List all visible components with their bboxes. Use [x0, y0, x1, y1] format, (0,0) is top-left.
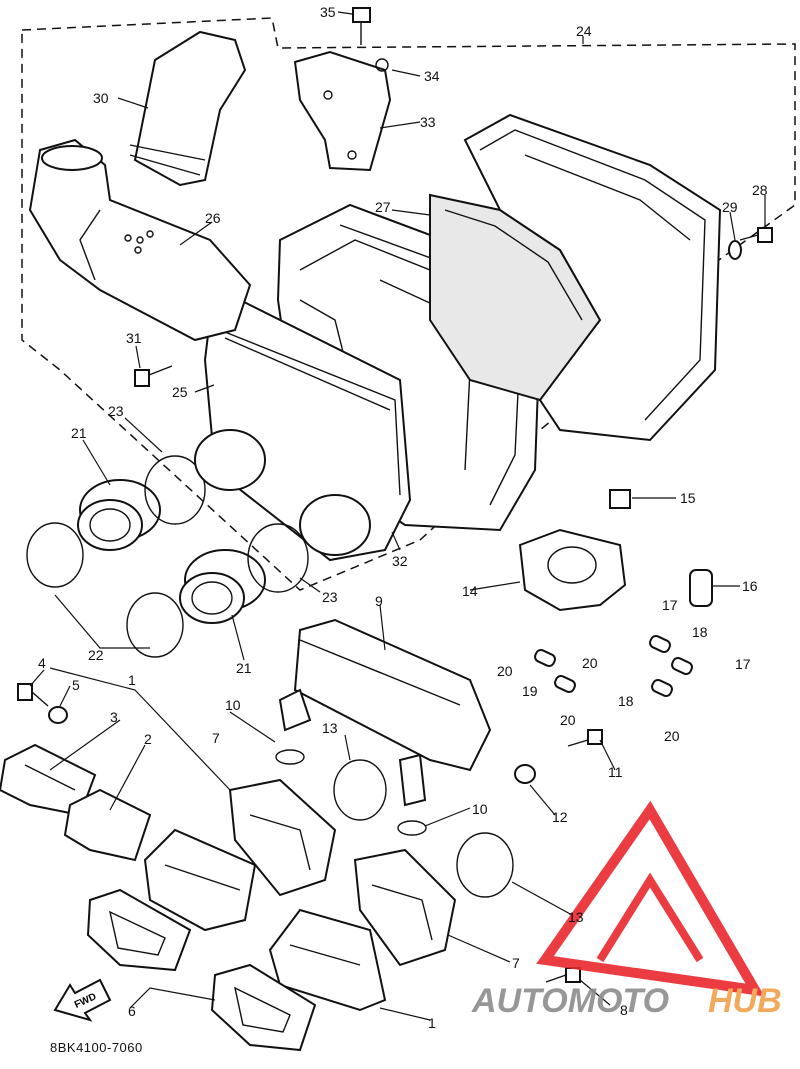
callout-25: 25 [172, 384, 188, 400]
intake-duct-upper [129, 30, 247, 187]
reed-holder-right [353, 848, 457, 967]
callout-20: 20 [560, 712, 576, 728]
callout-32: 32 [392, 553, 408, 569]
callout-5: 5 [72, 677, 80, 693]
callout-27: 27 [375, 199, 391, 215]
fwd-arrow: FWD [53, 978, 112, 1022]
callout-23: 23 [108, 403, 124, 419]
intake-duct-tube [28, 138, 252, 342]
air-filter-lid [463, 113, 722, 442]
callout-layer: 3534332430262728293125212323212232141516… [38, 4, 768, 1031]
callout-20: 20 [497, 663, 513, 679]
callout-29: 29 [722, 199, 738, 215]
callout-1: 1 [428, 1015, 436, 1031]
clamp-22-lower [126, 592, 184, 658]
grommet-12 [514, 764, 536, 784]
callout-19: 19 [522, 683, 538, 699]
nut-5 [48, 706, 68, 724]
callout-34: 34 [424, 68, 440, 84]
bolt-11 [567, 729, 603, 747]
callout-17: 17 [735, 656, 751, 672]
callout-7: 7 [512, 955, 520, 971]
reed-valve-assy-1 [143, 828, 257, 932]
callout-15: 15 [680, 490, 696, 506]
callout-10: 10 [225, 697, 241, 713]
watermark-logo: AUTOMOTO HUB [471, 800, 782, 1020]
callout-8: 8 [620, 1002, 628, 1018]
callout-33: 33 [420, 114, 436, 130]
air-filter-cover [203, 298, 412, 562]
box-port-right [299, 494, 371, 556]
leader-lines [29, 11, 766, 1021]
callout-6: 6 [128, 1003, 136, 1019]
gasket-6-right [210, 963, 317, 1052]
callout-28: 28 [752, 182, 768, 198]
bolt-8 [545, 967, 581, 983]
pipe-16 [689, 569, 713, 607]
diagram-code: 8BK4100-7060 [50, 1040, 143, 1055]
cap-15 [609, 489, 631, 509]
hose-set [534, 634, 693, 698]
callout-21: 21 [71, 425, 87, 441]
callout-14: 14 [462, 583, 478, 599]
clamp-13-lower [456, 832, 514, 898]
callout-3: 3 [110, 709, 118, 725]
box-port-left [194, 429, 266, 491]
watermark-text-dark: AUTOMOTO [471, 982, 669, 1020]
callout-24: 24 [576, 23, 592, 39]
gasket-6-left [86, 888, 192, 972]
callout-30: 30 [93, 90, 109, 106]
carb-joint-lower [179, 549, 266, 624]
bolt-4 [17, 683, 49, 707]
bolt-31 [134, 365, 173, 387]
callout-4: 4 [38, 655, 46, 671]
callout-1: 1 [128, 672, 136, 688]
callout-17: 17 [662, 597, 678, 613]
callout-11: 11 [608, 764, 623, 780]
watermark-triangle [536, 800, 765, 997]
callout-9: 9 [375, 593, 383, 609]
callout-18: 18 [692, 624, 708, 640]
bolt-28 [739, 227, 773, 243]
callout-16: 16 [742, 578, 758, 594]
callout-2: 2 [144, 731, 152, 747]
callout-7: 7 [212, 730, 220, 746]
callout-23: 23 [322, 589, 338, 605]
washer-29 [728, 240, 742, 260]
reed-stopper-2 [63, 788, 152, 862]
callout-20: 20 [664, 728, 680, 744]
callout-13: 13 [568, 909, 584, 925]
carb-joint-plate [518, 528, 627, 612]
intake-silencer [278, 618, 492, 807]
bolt-35 [352, 7, 371, 45]
callout-10: 10 [472, 801, 488, 817]
carb-joint-upper [77, 479, 161, 551]
callout-31: 31 [126, 330, 142, 346]
callout-18: 18 [618, 693, 634, 709]
callout-22: 22 [88, 647, 104, 663]
callout-35: 35 [320, 4, 336, 20]
callout-20: 20 [582, 655, 598, 671]
clip-10-upper [275, 749, 305, 765]
callout-21: 21 [236, 660, 252, 676]
watermark-text-accent: HUB [708, 982, 782, 1020]
clamp-23-upper [144, 455, 206, 525]
reed-holder-left [228, 778, 337, 897]
mount-bracket [293, 50, 392, 172]
clamp-22-upper [26, 522, 84, 588]
watermark-inner-mark [596, 872, 704, 963]
clip-10-lower [397, 820, 427, 836]
callout-26: 26 [205, 210, 221, 226]
callout-13: 13 [322, 720, 338, 736]
callout-12: 12 [552, 809, 568, 825]
clamp-13-upper [333, 759, 387, 821]
clamp-23-lower [247, 523, 309, 593]
